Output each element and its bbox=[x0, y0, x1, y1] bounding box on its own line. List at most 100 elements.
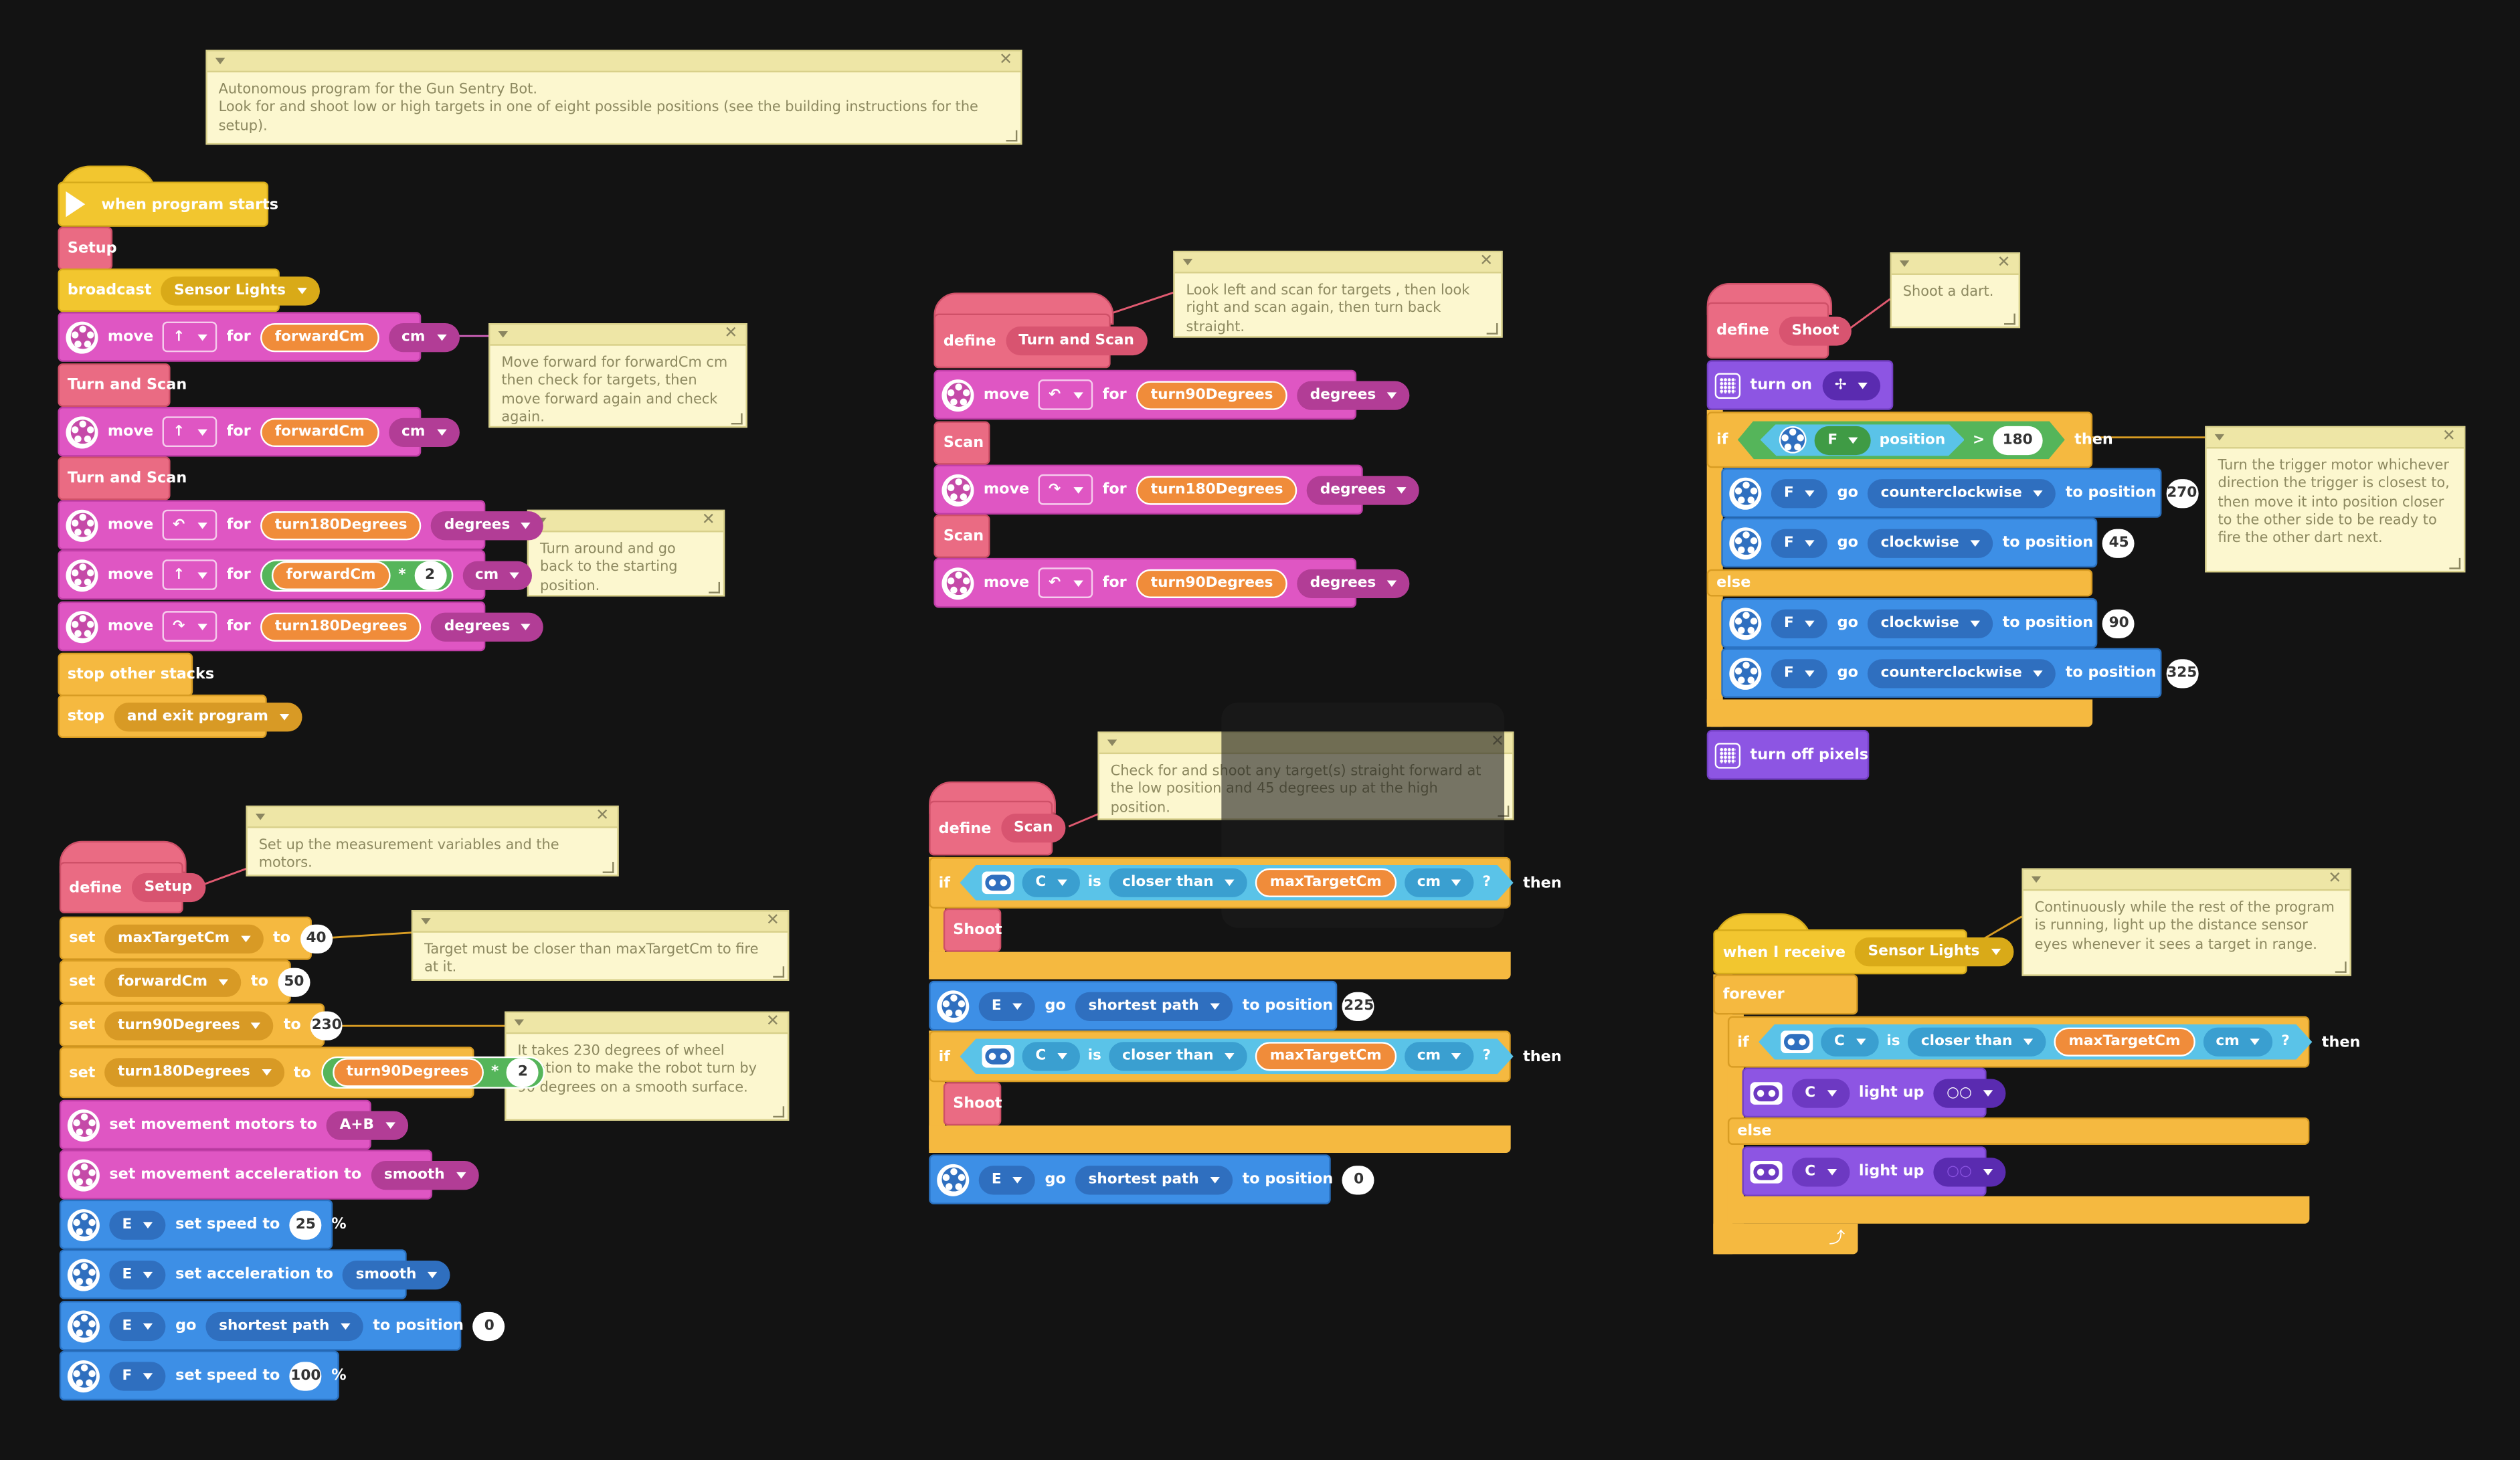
call-scan-block[interactable]: Scan bbox=[933, 421, 990, 465]
variable-reporter[interactable]: turn180Degrees bbox=[1136, 475, 1298, 505]
comparison-dropdown[interactable]: closer than bbox=[1109, 1042, 1247, 1071]
position-input[interactable]: 225 bbox=[1342, 991, 1375, 1020]
value-input[interactable]: 40 bbox=[300, 923, 333, 953]
unit-dropdown[interactable]: degrees bbox=[1307, 475, 1420, 505]
variable-reporter[interactable]: turn180Degrees bbox=[260, 510, 422, 540]
when-program-starts-block[interactable]: when program starts bbox=[58, 181, 278, 227]
comment-note[interactable]: ✕Turn around and go back to the starting… bbox=[527, 509, 725, 597]
direction-dropdown[interactable]: shortest path bbox=[1075, 991, 1233, 1020]
variable-reporter[interactable]: forwardCm bbox=[271, 560, 391, 589]
variable-reporter[interactable]: turn90Degrees bbox=[1136, 380, 1288, 409]
direction-dropdown[interactable]: ↑ bbox=[163, 321, 217, 353]
variable-dropdown[interactable]: turn180Degrees bbox=[104, 1058, 284, 1087]
turn-on-pixels-block[interactable]: turn on✢ bbox=[1706, 360, 1894, 410]
port-dropdown[interactable]: F bbox=[1815, 426, 1871, 454]
port-dropdown[interactable]: C bbox=[1791, 1078, 1850, 1107]
port-dropdown[interactable]: E bbox=[978, 991, 1036, 1020]
direction-dropdown[interactable]: ↑ bbox=[163, 559, 217, 590]
direction-dropdown[interactable]: ↶ bbox=[163, 509, 217, 541]
direction-dropdown[interactable]: shortest path bbox=[1075, 1165, 1233, 1194]
variable-reporter[interactable]: turn90Degrees bbox=[332, 1058, 484, 1087]
call-turn-and-scan-block[interactable]: Turn and Scan bbox=[58, 456, 187, 500]
comment-note[interactable]: ✕Set up the measurement variables and th… bbox=[246, 805, 619, 877]
speed-input[interactable]: 25 bbox=[289, 1210, 322, 1239]
port-dropdown[interactable]: E bbox=[978, 1165, 1036, 1194]
variable-reporter[interactable]: forwardCm bbox=[260, 322, 379, 352]
variable-reporter[interactable]: maxTargetCm bbox=[1255, 869, 1396, 897]
value-input[interactable]: 230 bbox=[310, 1010, 343, 1040]
direction-dropdown[interactable]: clockwise bbox=[1868, 528, 1993, 557]
turn-off-pixels-block[interactable]: turn off pixels bbox=[1706, 729, 1870, 780]
direction-dropdown[interactable]: ↑ bbox=[163, 416, 217, 448]
direction-dropdown[interactable]: shortest path bbox=[205, 1311, 363, 1340]
position-input[interactable]: 90 bbox=[2102, 608, 2135, 638]
position-input[interactable]: 0 bbox=[1342, 1165, 1375, 1194]
unit-dropdown[interactable]: cm bbox=[462, 560, 533, 589]
unit-dropdown[interactable]: degrees bbox=[431, 612, 544, 641]
acceleration-dropdown[interactable]: smooth bbox=[371, 1160, 479, 1190]
pixel-pattern-dropdown[interactable]: ✢ bbox=[1821, 370, 1881, 400]
direction-dropdown[interactable]: counterclockwise bbox=[1868, 478, 2056, 508]
number-input[interactable]: 180 bbox=[1993, 426, 2042, 454]
position-input[interactable]: 45 bbox=[2102, 528, 2135, 557]
variable-dropdown[interactable]: maxTargetCm bbox=[104, 923, 264, 953]
eye-lights-dropdown[interactable]: ○○ bbox=[1933, 1157, 2006, 1186]
port-dropdown[interactable]: F bbox=[1771, 608, 1828, 638]
direction-dropdown[interactable]: counterclockwise bbox=[1868, 658, 2056, 688]
port-dropdown[interactable]: F bbox=[109, 1361, 166, 1390]
acceleration-dropdown[interactable]: smooth bbox=[343, 1259, 450, 1289]
stop-option-dropdown[interactable]: and exit program bbox=[114, 701, 302, 731]
call-shoot-block[interactable]: Shoot bbox=[943, 908, 1002, 952]
unit-dropdown[interactable]: degrees bbox=[1297, 568, 1410, 598]
unit-dropdown[interactable]: cm bbox=[1404, 869, 1474, 897]
unit-dropdown[interactable]: degrees bbox=[1297, 380, 1410, 409]
position-input[interactable]: 270 bbox=[2165, 478, 2198, 508]
motor-pair-dropdown[interactable]: A+B bbox=[327, 1110, 408, 1139]
comment-note[interactable]: ✕It takes 230 degrees of wheel rotation … bbox=[505, 1011, 790, 1121]
port-dropdown[interactable]: F bbox=[1771, 658, 1828, 688]
position-input[interactable]: 0 bbox=[473, 1311, 506, 1340]
stop-other-stacks-block[interactable]: stop other stacks bbox=[58, 652, 214, 697]
port-dropdown[interactable]: C bbox=[1791, 1157, 1850, 1186]
unit-dropdown[interactable]: cm bbox=[388, 322, 459, 352]
port-dropdown[interactable]: C bbox=[1821, 1028, 1879, 1057]
call-shoot-block[interactable]: Shoot bbox=[943, 1082, 1002, 1126]
direction-dropdown[interactable]: ↶ bbox=[1039, 567, 1093, 598]
comment-note[interactable]: ✕Turn the trigger motor whichever direct… bbox=[2205, 426, 2466, 573]
comment-note[interactable]: ✕Look left and scan for targets , then l… bbox=[1173, 250, 1503, 338]
forever-block[interactable]: forever bbox=[1713, 974, 1858, 1015]
number-input[interactable]: 2 bbox=[414, 560, 446, 589]
comment-note[interactable]: ✕Target must be closer than maxTargetCm … bbox=[411, 910, 790, 981]
direction-dropdown[interactable]: ↷ bbox=[163, 611, 217, 642]
multiply-operator[interactable]: turn90Degrees*2 bbox=[321, 1056, 546, 1089]
